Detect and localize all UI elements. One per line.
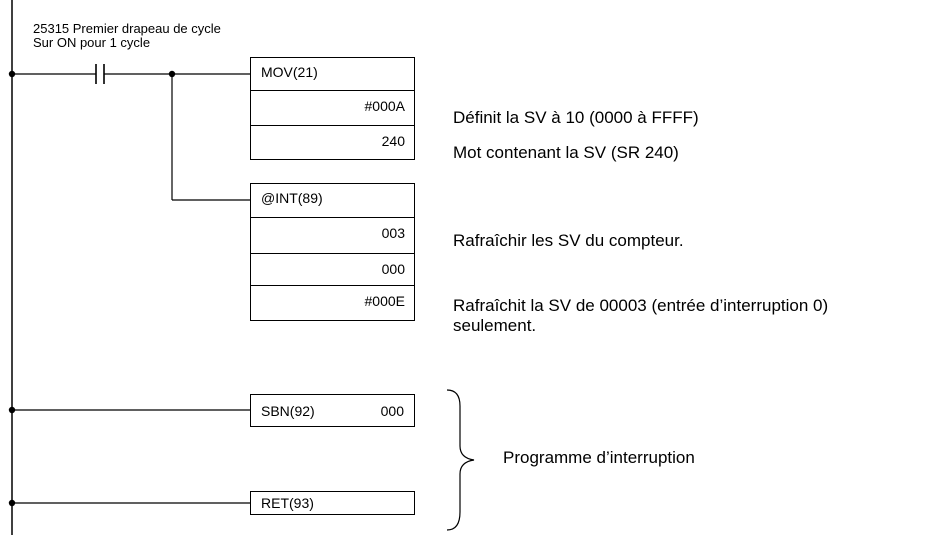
mov-instruction-header: MOV(21) <box>250 57 415 91</box>
sbn-instruction: SBN(92) 000 <box>250 394 415 427</box>
int-fixed-value: 000 <box>381 261 405 277</box>
mov-source-description: Définit la SV à 10 (0000 à FFFF) <box>453 108 699 127</box>
int-instruction-name: @INT(89) <box>261 190 323 206</box>
int-instruction-header: @INT(89) <box>250 183 415 218</box>
contact-label: 25315 Premier drapeau de cycle <box>33 21 221 36</box>
int-mask-description-line1: Rafraîchit la SV de 00003 (entrée d’inte… <box>453 296 829 315</box>
interrupt-program-label: Programme d’interruption <box>503 448 695 467</box>
int-mask-operand: #000E <box>250 285 415 321</box>
mov-instruction-name: MOV(21) <box>261 64 318 80</box>
mov-dest-description: Mot contenant la SV (SR 240) <box>453 143 679 162</box>
brace <box>446 389 475 531</box>
mov-dest-value: 240 <box>381 133 405 149</box>
contact-sublabel: Sur ON pour 1 cycle <box>33 35 151 50</box>
junction-dot <box>8 499 16 507</box>
junction-dot <box>8 70 16 78</box>
ret-instruction: RET(93) <box>250 491 415 515</box>
ret-instruction-name: RET(93) <box>261 495 314 511</box>
int-cc-description: Rafraîchir les SV du compteur. <box>453 231 684 250</box>
int-mask-value: #000E <box>364 293 405 309</box>
junction-dot <box>8 406 16 414</box>
mov-dest-operand: 240 <box>250 125 415 160</box>
int-cc-value: 003 <box>381 225 405 241</box>
mov-source-operand: #000A <box>250 90 415 126</box>
int-cc-operand: 003 <box>250 217 415 254</box>
junction-dot <box>168 70 176 78</box>
int-fixed-operand: 000 <box>250 253 415 286</box>
mov-source-value: #000A <box>364 98 405 114</box>
sbn-number: 000 <box>380 402 404 419</box>
int-mask-description-line2: seulement. <box>453 316 537 335</box>
sbn-instruction-name: SBN(92) <box>261 402 315 419</box>
